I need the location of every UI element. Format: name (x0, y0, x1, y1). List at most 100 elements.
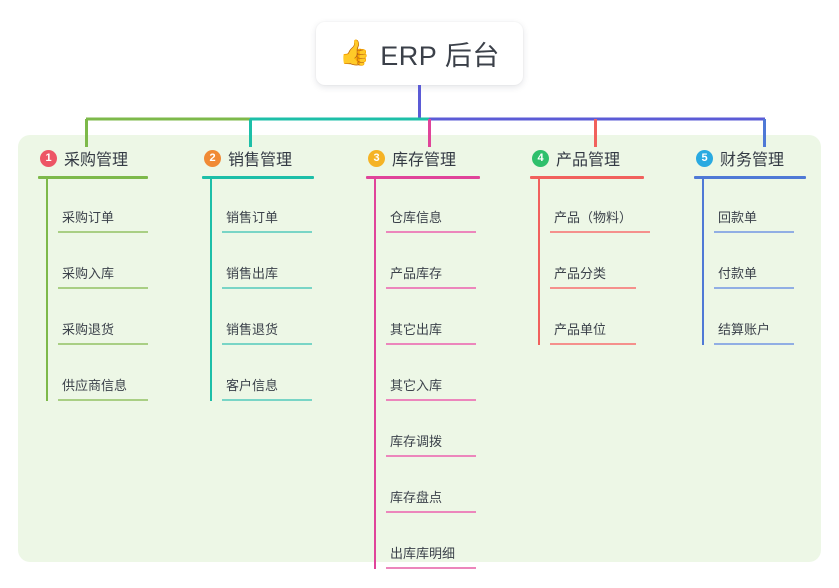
leaf-underline (386, 455, 476, 457)
branch-title: 库存管理 (392, 152, 457, 169)
leaf-underline (550, 343, 636, 345)
leaf-underline (386, 399, 476, 401)
leaf-item[interactable]: 出库库明细 (366, 515, 480, 571)
leaf-underline (386, 343, 476, 345)
thumbs-up-icon: 👍 (339, 39, 371, 67)
leaf-underline (550, 231, 650, 233)
leaf-item[interactable]: 采购入库 (38, 235, 148, 291)
leaf-underline (222, 287, 312, 289)
leaf-underline (714, 343, 794, 345)
leaf-item[interactable]: 其它出库 (366, 291, 480, 347)
leaf-label: 销售退货 (226, 322, 279, 337)
leaf-item[interactable]: 库存盘点 (366, 459, 480, 515)
leaf-label: 销售订单 (226, 210, 279, 225)
branch-spine (374, 179, 376, 569)
branch-leaf-list: 销售订单销售出库销售退货客户信息 (202, 179, 314, 403)
leaf-label: 回款单 (718, 210, 758, 225)
branch-leaf-list: 仓库信息产品库存其它出库其它入库库存调拨库存盘点出库库明细 (366, 179, 480, 571)
leaf-underline (222, 343, 312, 345)
leaf-item[interactable]: 产品分类 (530, 235, 644, 291)
branch-header-rule (202, 176, 314, 179)
branch-header-rule (694, 176, 806, 179)
leaf-underline (58, 287, 148, 289)
branch-column-3: 3 库存管理仓库信息产品库存其它出库其它入库库存调拨库存盘点出库库明细 (366, 146, 480, 571)
leaf-label: 供应商信息 (62, 378, 128, 393)
leaf-label: 库存调拨 (390, 434, 443, 449)
leaf-item[interactable]: 供应商信息 (38, 347, 148, 403)
branch-column-2: 2 销售管理销售订单销售出库销售退货客户信息 (202, 146, 314, 403)
leaf-label: 结算账户 (718, 322, 771, 337)
branch-header-2[interactable]: 2 销售管理 (202, 146, 314, 170)
leaf-item[interactable]: 销售订单 (202, 179, 314, 235)
leaf-label: 库存盘点 (390, 490, 443, 505)
leaf-underline (386, 287, 476, 289)
branch-title: 财务管理 (720, 152, 785, 169)
leaf-label: 采购订单 (62, 210, 115, 225)
leaf-underline (222, 399, 312, 401)
leaf-item[interactable]: 其它入库 (366, 347, 480, 403)
branch-number-badge: 2 (204, 149, 221, 167)
leaf-label: 客户信息 (226, 378, 279, 393)
branch-number-badge: 4 (532, 149, 549, 167)
leaf-underline (58, 343, 148, 345)
leaf-item[interactable]: 客户信息 (202, 347, 314, 403)
leaf-underline (550, 287, 636, 289)
leaf-item[interactable]: 采购退货 (38, 291, 148, 347)
leaf-item[interactable]: 结算账户 (694, 291, 806, 347)
branch-header-4[interactable]: 4 产品管理 (530, 146, 644, 170)
leaf-underline (714, 231, 794, 233)
leaf-label: 产品（物料） (554, 210, 633, 225)
branch-leaf-list: 产品（物料） 产品分类产品单位 (530, 179, 650, 347)
leaf-item[interactable]: 库存调拨 (366, 403, 480, 459)
branch-leaf-list: 采购订单采购入库采购退货供应商信息 (38, 179, 148, 403)
root-node[interactable]: 👍 ERP 后台 (316, 22, 523, 85)
branch-title: 产品管理 (556, 152, 621, 169)
leaf-label: 出库库明细 (390, 546, 456, 561)
leaf-item[interactable]: 销售退货 (202, 291, 314, 347)
leaf-underline (222, 231, 312, 233)
branch-spine (210, 179, 212, 401)
leaf-label: 采购退货 (62, 322, 115, 337)
branch-header-rule (38, 176, 148, 179)
branch-spine (46, 179, 48, 401)
leaf-label: 产品单位 (554, 322, 607, 337)
leaf-underline (386, 231, 476, 233)
leaf-item[interactable]: 仓库信息 (366, 179, 480, 235)
leaf-item[interactable]: 回款单 (694, 179, 806, 235)
branch-column-4: 4 产品管理产品（物料） 产品分类产品单位 (530, 146, 650, 347)
leaf-underline (58, 399, 148, 401)
leaf-label: 销售出库 (226, 266, 279, 281)
branch-spine (538, 179, 540, 345)
branch-header-3[interactable]: 3 库存管理 (366, 146, 480, 170)
leaf-label: 仓库信息 (390, 210, 443, 225)
leaf-item[interactable]: 产品库存 (366, 235, 480, 291)
leaf-underline (386, 567, 476, 569)
branch-title: 销售管理 (228, 152, 293, 169)
leaf-item[interactable]: 付款单 (694, 235, 806, 291)
branch-number-badge: 3 (368, 149, 385, 167)
leaf-item[interactable]: 采购订单 (38, 179, 148, 235)
branch-header-5[interactable]: 5 财务管理 (694, 146, 806, 170)
leaf-underline (58, 231, 148, 233)
leaf-item[interactable]: 销售出库 (202, 235, 314, 291)
leaf-underline (386, 511, 476, 513)
leaf-label: 其它出库 (390, 322, 443, 337)
branch-leaf-list: 回款单付款单结算账户 (694, 179, 806, 347)
leaf-label: 产品库存 (390, 266, 443, 281)
branch-header-rule (366, 176, 480, 179)
leaf-underline (714, 287, 794, 289)
branch-number-badge: 5 (696, 149, 713, 167)
leaf-label: 付款单 (718, 266, 758, 281)
leaf-item[interactable]: 产品单位 (530, 291, 644, 347)
branch-column-5: 5 财务管理回款单付款单结算账户 (694, 146, 806, 347)
branch-spine (702, 179, 704, 345)
leaf-label: 产品分类 (554, 266, 607, 281)
branches-panel (18, 135, 821, 562)
root-title: ERP 后台 (380, 41, 500, 71)
branch-header-rule (530, 176, 644, 179)
leaf-label: 采购入库 (62, 266, 115, 281)
leaf-item[interactable]: 产品（物料） (530, 179, 650, 235)
